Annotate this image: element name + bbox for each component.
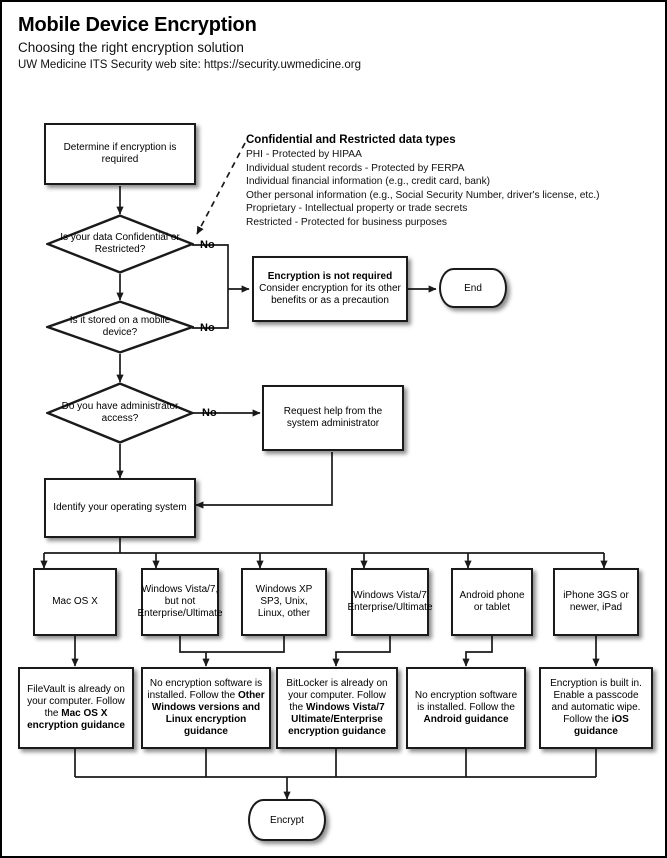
decision-label: Do you have administrator access? — [61, 400, 179, 424]
edge-label-no-admin: No — [202, 407, 217, 419]
edge-label-no-confidential: No — [200, 239, 215, 251]
legend-item: Individual student records - Protected b… — [246, 162, 465, 174]
guidance-plain: No encryption software is installed. Fol… — [147, 677, 263, 701]
terminal-label: Encrypt — [270, 814, 304, 826]
legend-item: PHI - Protected by HIPAA — [246, 149, 362, 161]
node-identify-os[interactable]: Identify your operating system — [44, 478, 196, 538]
node-os-windows-vista7-enterprise[interactable]: Windows Vista/7 Enterprise/Ultimate — [347, 568, 433, 636]
node-label: BitLocker is already on your computer. F… — [278, 676, 396, 741]
guidance-bold: Other Windows versions and Linux encrypt… — [151, 689, 265, 738]
node-guidance-bitlocker[interactable]: BitLocker is already on your computer. F… — [276, 667, 398, 749]
node-label: Determine if encryption is required — [63, 141, 177, 165]
node-determine-encryption[interactable]: Determine if encryption is required — [44, 123, 196, 185]
legend-title: Confidential and Restricted data types — [246, 134, 456, 146]
node-os-android[interactable]: Android phone or tablet — [451, 568, 533, 636]
legend-item: Individual financial information (e.g., … — [246, 176, 491, 188]
node-os-mac[interactable]: Mac OS X — [33, 568, 117, 636]
node-guidance-mac[interactable]: FileVault is already on your computer. F… — [18, 667, 134, 749]
node-guidance-ios[interactable]: Encryption is built in. Enable a passcod… — [539, 667, 653, 749]
guidance-plain: Encryption is built in. Enable a passcod… — [550, 677, 642, 726]
guidance-bold: Mac OS X encryption guidance — [27, 708, 125, 732]
guidance-plain: FileVault is already on your computer. F… — [27, 683, 125, 719]
node-encryption-not-required[interactable]: Encryption is not required Consider encr… — [252, 256, 408, 322]
decision-confidential-restricted[interactable]: Is your data Confidential or Restricted? — [46, 214, 194, 274]
node-os-windows-vista7-non-enterprise[interactable]: Windows Vista/7, but not Enterprise/Ulti… — [137, 568, 223, 636]
node-label: No encryption software is installed. Fol… — [143, 676, 269, 741]
legend: Confidential and Restricted data types P… — [246, 133, 646, 230]
node-os-ios-device[interactable]: iPhone 3GS or newer, iPad — [553, 568, 639, 636]
node-label: Mac OS X — [52, 595, 98, 607]
decision-administrator-access[interactable]: Do you have administrator access? — [46, 382, 194, 444]
edge-label-no-mobile: No — [200, 322, 215, 334]
decision-label: Is it stored on a mobile device? — [69, 314, 171, 338]
diamond-shape — [46, 214, 194, 274]
node-label: FileVault is already on your computer. F… — [20, 682, 132, 735]
terminal-label: End — [464, 282, 482, 294]
node-guidance-android[interactable]: No encryption software is installed. Fol… — [406, 667, 526, 749]
node-body: Consider encryption for its other benefi… — [259, 282, 401, 307]
node-label: No encryption software is installed. Fol… — [408, 688, 524, 729]
node-label: Windows Vista/7 Enterprise/Ultimate — [347, 589, 433, 613]
guidance-plain: BitLocker is already on your computer. F… — [286, 677, 388, 713]
node-label: Android phone or tablet — [459, 589, 525, 613]
node-label: Windows XP SP3, Unix, Linux, other — [255, 583, 313, 620]
diamond-shape — [46, 300, 194, 354]
node-label: Request help from the system administrat… — [283, 405, 383, 429]
guidance-bold: Windows Vista/7 Ultimate/Enterprise encr… — [288, 701, 386, 738]
node-heading: Encryption is not required — [267, 270, 393, 282]
website-line: UW Medicine ITS Security web site: https… — [18, 58, 361, 71]
guidance-bold: iOS guidance — [574, 714, 629, 738]
node-os-windows-xp-unix-linux[interactable]: Windows XP SP3, Unix, Linux, other — [241, 568, 327, 636]
page-title: Mobile Device Encryption — [18, 14, 257, 36]
node-guidance-other-windows-linux[interactable]: No encryption software is installed. Fol… — [141, 667, 271, 749]
header: Mobile Device Encryption Choosing the ri… — [18, 14, 638, 72]
legend-item: Restricted - Protected for business purp… — [246, 216, 448, 228]
node-label: Identify your operating system — [53, 501, 187, 513]
page-subtitle: Choosing the right encryption solution — [18, 40, 244, 55]
guidance-bold: Android guidance — [423, 714, 509, 726]
node-label: Windows Vista/7, but not Enterprise/Ulti… — [137, 583, 223, 620]
terminal-end[interactable]: End — [439, 268, 507, 308]
guidance-plain: No encryption software is installed. Fol… — [414, 689, 518, 713]
node-label: Encryption is built in. Enable a passcod… — [541, 676, 651, 741]
terminal-encrypt[interactable]: Encrypt — [248, 799, 326, 841]
legend-item: Proprietary - Intellectual property or t… — [246, 203, 468, 215]
node-label: iPhone 3GS or newer, iPad — [563, 589, 629, 613]
diamond-shape — [46, 382, 194, 444]
decision-mobile-device[interactable]: Is it stored on a mobile device? — [46, 300, 194, 354]
legend-item: Other personal information (e.g., Social… — [246, 189, 600, 201]
node-request-admin-help[interactable]: Request help from the system administrat… — [262, 385, 404, 451]
decision-label: Is your data Confidential or Restricted? — [60, 231, 180, 255]
